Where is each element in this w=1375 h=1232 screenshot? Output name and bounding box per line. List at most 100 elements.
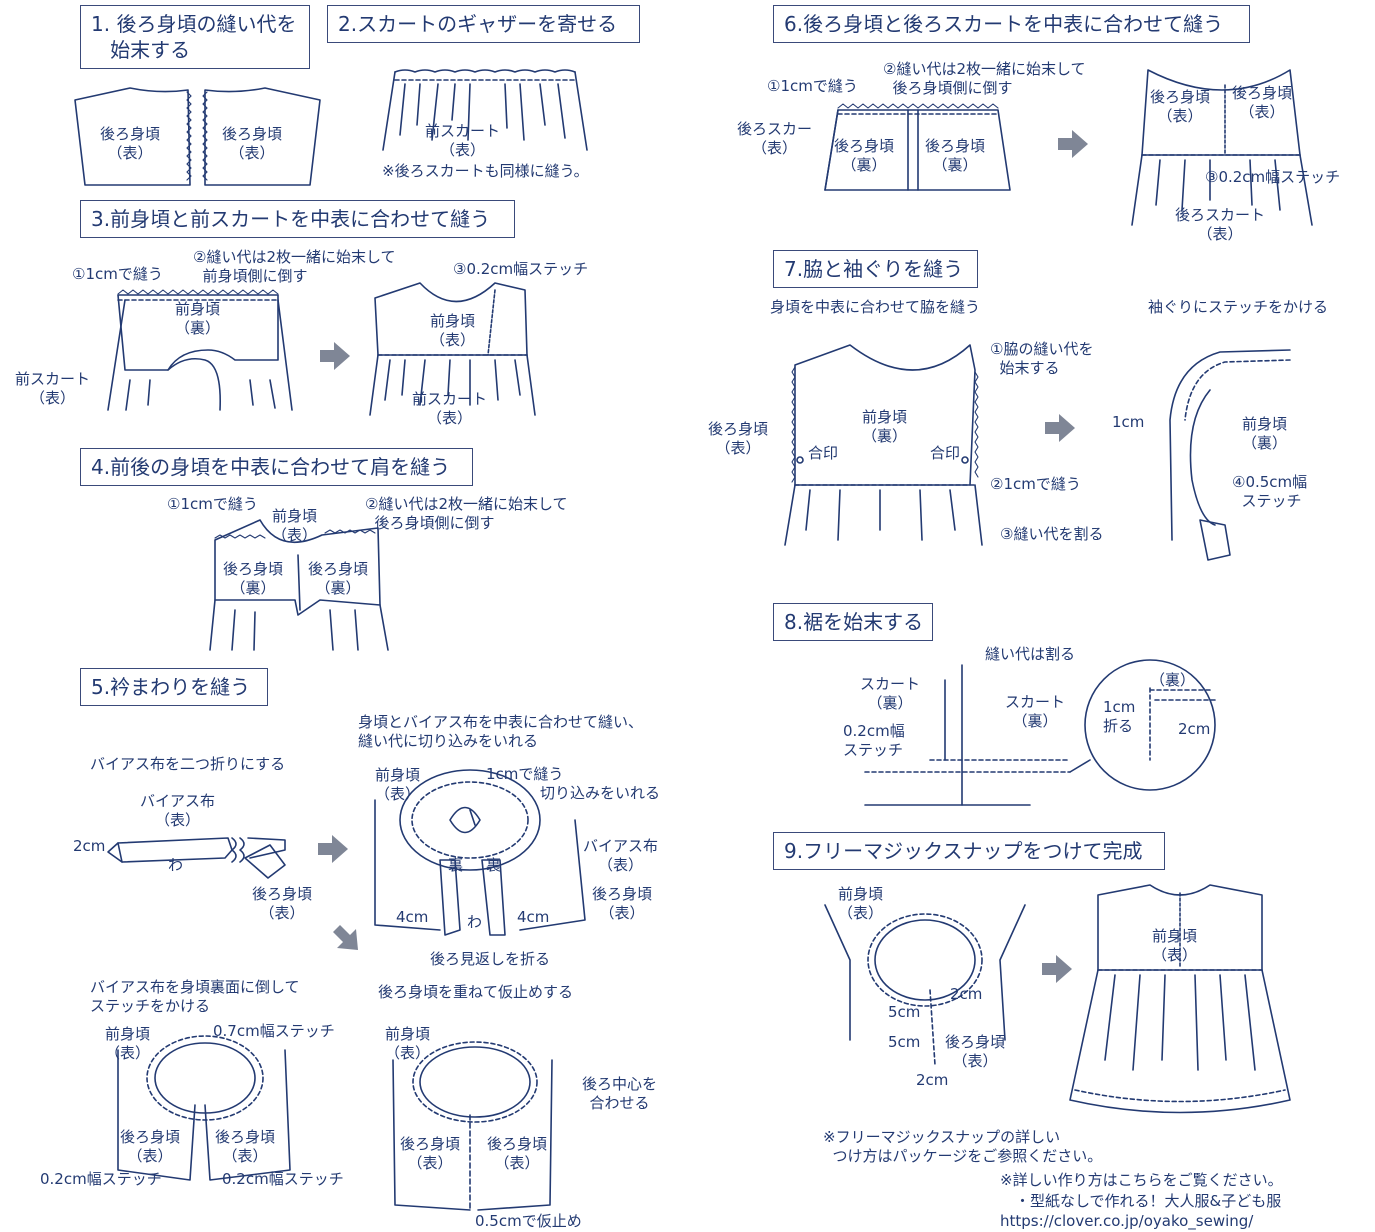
s9-note: ※フリーマジックスナップの詳しい つけ方はパッケージをご参照ください。: [823, 1128, 1103, 1165]
step3-heading: 3.前身頃と前スカートを中表に合わせて縫う: [80, 200, 515, 238]
s2-skirt-label: 前スカート （表）: [425, 122, 501, 159]
s3-finish: ②縫い代は2枚一緒に始末して 前身頃側に倒す: [193, 248, 396, 285]
s7-back: 後ろ身頃 （表）: [708, 420, 769, 457]
s1-left-label: 後ろ身頃 （表）: [100, 125, 161, 162]
step8-hem: [864, 659, 1216, 806]
s8-ura: （裏）: [1150, 671, 1196, 689]
s7-press: ③縫い代を割る: [1000, 525, 1104, 543]
arrow-step7: [1045, 414, 1075, 442]
s5-baste: 0.5cmで仮止め: [475, 1212, 582, 1230]
s5-back3r: 後ろ身頃 （表）: [215, 1128, 276, 1165]
s5-w4r: 4cm: [517, 908, 550, 926]
step5-bias-strip: [107, 837, 286, 879]
arrow-step3: [320, 342, 350, 370]
s7-front2: 前身頃 （裏）: [1242, 415, 1288, 452]
s6-back2-r: 後ろ身頃 （表）: [1232, 84, 1293, 121]
step5-overlap-result: [392, 1041, 553, 1211]
s4-back-right: 後ろ身頃 （裏）: [308, 560, 369, 597]
s7-mark2: 合印: [930, 444, 961, 462]
step9-snap: [824, 904, 1026, 1066]
footer-line2: ・型紙なしで作れる！大人服&子ども服: [1015, 1192, 1282, 1210]
s5-ura2: 裏: [486, 856, 502, 874]
s5-stitch02r: 0.2cm幅ステッチ: [222, 1170, 344, 1188]
s7-front: 前身頃 （裏）: [862, 408, 908, 445]
s6-sew: ①1cmで縫う: [767, 77, 858, 95]
s8-stitch: 0.2cm幅 ステッチ: [843, 722, 905, 759]
s6-skirt2: 後ろスカート （表）: [1175, 206, 1266, 243]
step5-heading: 5.衿まわりを縫う: [80, 668, 268, 706]
s3-front-bodice-2: 前身頃 （表）: [430, 312, 476, 349]
s5-overlap: 後ろ身頃を重ねて仮止めする: [378, 983, 574, 1001]
arrow-step9: [1042, 955, 1072, 983]
s5-sew-desc: 身頃とバイアス布を中表に合わせて縫い、 縫い代に切り込みをいれる: [358, 713, 644, 750]
step1-heading: 1. 後ろ身頃の縫い代を 始末する: [80, 5, 310, 69]
s5-front3: 前身頃 （表）: [105, 1025, 151, 1062]
step8-heading: 8.裾を始末する: [773, 603, 933, 641]
s3-sew: ①1cmで縫う: [72, 265, 163, 283]
s5-fold: バイアス布を二つ折りにする: [90, 755, 286, 773]
s5-bias: バイアス布 （表）: [140, 792, 216, 829]
s3-front-bodice: 前身頃 （裏）: [175, 300, 221, 337]
s6-back-r: 後ろ身頃 （裏）: [925, 137, 986, 174]
arrow-step6: [1058, 130, 1088, 158]
s7-finish: ①脇の縫い代を 始末する: [990, 340, 1094, 377]
s5-wa2: わ: [467, 913, 483, 931]
s5-ura: 裏: [448, 856, 464, 874]
step7-heading: 7.脇と袖ぐりを縫う: [773, 250, 978, 288]
s6-skirt: 後ろスカー （表）: [737, 120, 813, 157]
step9-heading: 9.フリーマジックスナップをつけて完成: [773, 832, 1165, 870]
s8-press: 縫い代は割る: [985, 645, 1076, 663]
s5-stitch07: 0.7cm幅ステッチ: [213, 1022, 335, 1040]
step7-armhole: [1169, 349, 1291, 561]
s7-desc2: 袖ぐりにステッチをかける: [1148, 298, 1329, 316]
footer-line1: ※詳しい作り方はこちらをご覧ください。: [1000, 1171, 1283, 1189]
s4-back-left: 後ろ身頃 （裏）: [223, 560, 284, 597]
s3-stitch: ③0.2cm幅ステッチ: [453, 260, 589, 278]
s5-facing: 後ろ見返しを折る: [430, 950, 551, 968]
step4-shoulder-pieces: [209, 519, 389, 651]
s5-w4l: 4cm: [396, 908, 429, 926]
s9-w2b: 2cm: [916, 1071, 949, 1089]
s9-back: 後ろ身頃 （表）: [945, 1033, 1006, 1070]
step7-side-seam: [784, 344, 983, 546]
s7-w1: 1cm: [1112, 413, 1145, 431]
s5-back3l: 後ろ身頃 （表）: [120, 1128, 181, 1165]
s9-w2a: 2cm: [950, 985, 983, 1003]
s3-skirt-left: 前スカート （表）: [15, 370, 91, 407]
step6-heading: 6.後ろ身頃と後ろスカートを中表に合わせて縫う: [773, 5, 1250, 43]
step2-heading: 2.スカートのギャザーを寄せる: [327, 5, 640, 43]
s5-w2: 2cm: [73, 837, 106, 855]
step6-result: [1131, 69, 1313, 226]
s5-front: 前身頃 （表）: [375, 766, 421, 803]
s6-back2-l: 後ろ身頃 （表）: [1150, 88, 1211, 125]
s3-skirt-right: 前スカート （表）: [412, 390, 488, 427]
s4-finish: ②縫い代は2枚一緒に始末して 後ろ身頃側に倒す: [365, 495, 568, 532]
s6-back-l: 後ろ身頃 （裏）: [834, 137, 895, 174]
step3-sewn-pieces: [107, 289, 293, 411]
step5-collar-sewing: [374, 769, 586, 936]
step6-back-sewn: [824, 103, 1011, 191]
s1-right-label: 後ろ身頃 （表）: [222, 125, 283, 162]
s5-sew1: 1cmで縫う: [486, 765, 564, 783]
s5-back2: 後ろ身頃 （表）: [592, 885, 653, 922]
step5-stitch-result: [117, 1035, 291, 1181]
s4-sew: ①1cmで縫う: [167, 495, 258, 513]
step4-heading: 4.前後の身頃を中表に合わせて肩を縫う: [80, 448, 473, 486]
s5-center: 後ろ中心を 合わせる: [582, 1075, 658, 1112]
s5-back4r: 後ろ身頃 （表）: [487, 1135, 548, 1172]
s9-front: 前身頃 （表）: [838, 885, 884, 922]
step2-gathered-skirt: [382, 69, 588, 151]
s8-skirt-l: スカート （裏）: [860, 675, 921, 712]
s5-turn-desc: バイアス布を身頃裏面に倒して ステッチをかける: [90, 978, 300, 1015]
footer-url[interactable]: https://clover.co.jp/oyako_sewing/: [1000, 1212, 1254, 1230]
s8-fold: 1cm 折る: [1103, 698, 1136, 735]
s7-stitch: ④0.5cm幅 ステッチ: [1232, 473, 1308, 510]
s5-bias2: バイアス布 （表）: [583, 837, 659, 874]
s4-front: 前身頃 （表）: [272, 507, 318, 544]
step1-back-bodice-pieces: [74, 87, 321, 186]
s5-back-table: 後ろ身頃 （表）: [252, 885, 313, 922]
step9-finished-dress: [1069, 884, 1291, 1114]
s9-front2: 前身頃 （表）: [1152, 927, 1198, 964]
s8-skirt-r: スカート （裏）: [1005, 693, 1066, 730]
